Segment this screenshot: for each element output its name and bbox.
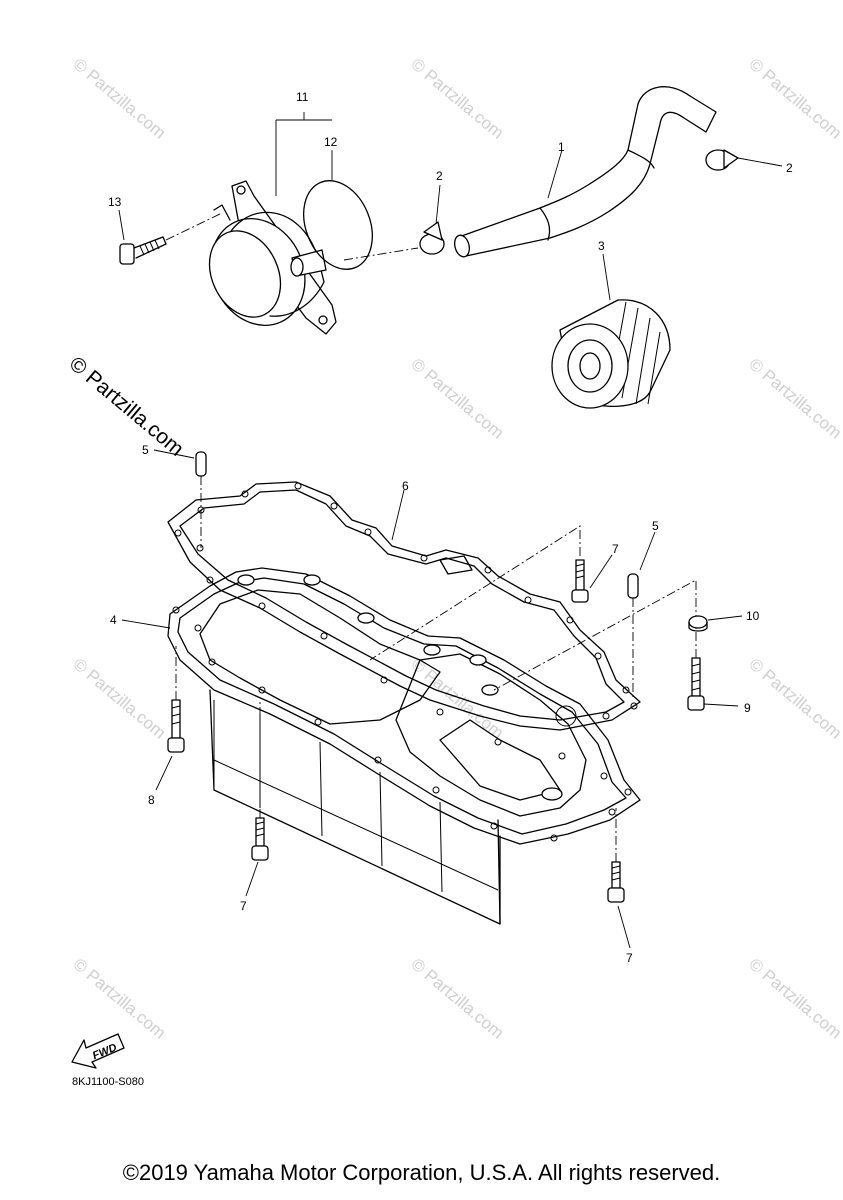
part-10-washer <box>688 615 743 632</box>
callout-8: 8 <box>148 793 155 807</box>
callout-5-left: 5 <box>142 443 149 457</box>
fwd-arrow-icon: FWD <box>71 1033 125 1069</box>
watermark: © Partzilla.com <box>407 955 507 1043</box>
watermarks: © Partzilla.com © Partzilla.com © Partzi… <box>65 55 843 1043</box>
watermark: © Partzilla.com <box>745 355 843 443</box>
callout-2-left: 2 <box>436 169 443 183</box>
callout-10: 10 <box>746 609 760 623</box>
part-13-bolt <box>118 209 223 265</box>
callout-5-right: 5 <box>652 519 659 533</box>
diagram-code: 8KJ1100-S080 <box>72 1076 144 1088</box>
copyright-notice: ©2019 Yamaha Motor Corporation, U.S.A. A… <box>122 1160 721 1185</box>
watermark: © Partzilla.com <box>745 955 843 1043</box>
part-9-bolt <box>493 579 739 711</box>
callout-7-top: 7 <box>612 542 619 556</box>
callout-6: 6 <box>402 479 409 493</box>
callout-3: 3 <box>598 239 605 253</box>
part-11-oil-cooler <box>208 180 337 335</box>
watermark: © Partzilla.com <box>745 655 843 743</box>
callout-13: 13 <box>108 195 122 209</box>
callout-2-right: 2 <box>786 161 793 175</box>
watermark: © Partzilla.com <box>407 55 507 143</box>
part-6-gasket <box>167 481 641 731</box>
watermark-main: © Partzilla.com <box>65 352 188 461</box>
watermark: © Partzilla.com <box>69 955 169 1043</box>
parts-diagram: © Partzilla.com © Partzilla.com © Partzi… <box>65 55 843 1069</box>
watermark: © Partzilla.com <box>407 355 507 443</box>
part-5-dowel-pin-right <box>627 531 656 700</box>
part-5-dowel-pin-left <box>153 449 207 548</box>
callout-11: 11 <box>296 90 309 104</box>
part-1-hose <box>454 86 717 258</box>
part-2-clamp-right <box>705 149 783 171</box>
callout-7-right: 7 <box>626 951 633 965</box>
callout-7-left: 7 <box>240 899 247 913</box>
watermark: © Partzilla.com <box>69 655 169 743</box>
part-3-oil-filter <box>551 253 671 409</box>
part-12-o-ring <box>303 180 373 270</box>
part-7-bolt-top <box>369 525 613 661</box>
fwd-label: FWD <box>91 1042 119 1063</box>
part-8-bolt <box>155 646 185 791</box>
callout-1: 1 <box>558 140 565 154</box>
callouts: 1 2 2 3 4 5 5 6 7 7 7 8 9 10 11 12 13 <box>108 90 793 965</box>
part-7-bolt-right <box>607 808 631 949</box>
watermark: © Partzilla.com <box>69 55 169 143</box>
callout-4: 4 <box>110 613 117 627</box>
callout-9: 9 <box>744 701 751 715</box>
watermark: © Partzilla.com <box>745 55 843 143</box>
callout-12: 12 <box>324 135 338 149</box>
part-2-clamp-left <box>343 184 445 261</box>
watermark: © Partzilla.com <box>407 655 507 743</box>
callout-brackets <box>275 112 333 196</box>
part-7-bolt-left <box>245 702 269 897</box>
